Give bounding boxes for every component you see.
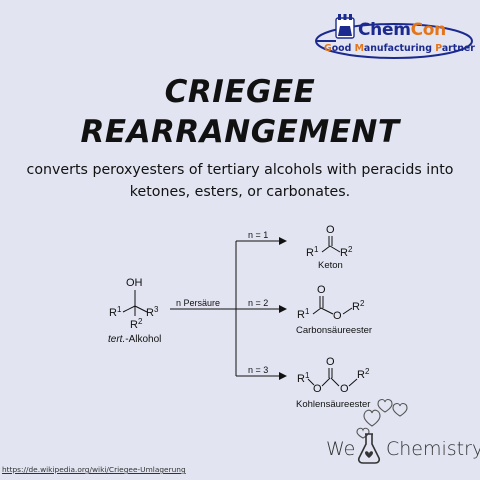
logo-name-part1: Chem	[358, 20, 411, 40]
heart-icon	[356, 427, 370, 439]
chemcon-logo: ChemCon Good Manufacturing Partner	[312, 14, 475, 60]
carbonate-oxygen-right-label: O	[340, 383, 349, 395]
product-label-carbonate: Kohlensäureester	[296, 399, 370, 410]
reactant-tert-alcohol: OH R1 R3 R2 tert.-Alkohol	[108, 277, 161, 345]
we-love-chemistry: We Chemistry	[326, 433, 480, 470]
branch-label-2: n = 2	[248, 298, 268, 308]
subtitle: converts peroxyesters of tertiary alcoho…	[26, 162, 454, 200]
r3-label: R3	[146, 305, 159, 319]
title-line-1: CRIEGEE	[164, 74, 316, 110]
chemistry-text: Chemistry	[386, 438, 480, 460]
bond-r1	[122, 305, 136, 313]
ester-bond-r1	[312, 307, 322, 315]
hearts-decoration	[356, 399, 408, 439]
ester-carbonyl-oxygen-label: O	[317, 284, 326, 296]
ketone-oxygen-label: O	[326, 224, 335, 236]
tagline-p: P	[435, 43, 442, 54]
chemcon-logo-shape	[315, 14, 473, 59]
page-title: CRIEGEE REARRANGEMENT	[0, 72, 480, 152]
ester-oxygen-label: O	[333, 310, 342, 322]
ketone-bond-r2	[329, 245, 341, 253]
reactant-name: tert.-Alkohol	[108, 334, 161, 345]
branch-label-3: n = 3	[248, 365, 268, 375]
product-ketone: O R1 R2 Keton	[306, 224, 353, 271]
tagline-g: G	[324, 43, 332, 54]
chemcon-flask-icon	[335, 14, 355, 39]
heart-icon	[363, 409, 381, 427]
heart-icon	[377, 399, 393, 413]
carbonate-bond-left	[321, 377, 331, 387]
bond-r3	[134, 305, 148, 313]
heart-flask-icon	[357, 433, 381, 464]
ketone-bond-r1	[321, 245, 331, 253]
logo-name: ChemCon	[358, 20, 446, 40]
carbonate-bond-r1	[307, 378, 315, 386]
heart-icon	[392, 403, 408, 417]
logo-name-part2: Con	[410, 20, 447, 40]
branch-label-1: n = 1	[248, 230, 268, 240]
logo-tagline: Good Manufacturing Partner	[324, 43, 475, 54]
reaction-scheme: OH R1 R3 R2 tert.-Alkohol n Persäure n =…	[108, 224, 372, 410]
carbonate-r1-label: R1	[297, 371, 310, 385]
source-link[interactable]: https://de.wikipedia.org/wiki/Criegee-Um…	[2, 465, 186, 474]
ketone-r2-label: R2	[340, 245, 353, 259]
carbonate-oxygen-left-label: O	[313, 383, 322, 395]
carbonate-carbonyl-oxygen-label: O	[326, 356, 335, 368]
r2-label: R2	[130, 317, 143, 331]
ester-r1-label: R1	[297, 307, 310, 321]
carbonate-bond-r2	[348, 378, 358, 387]
reagent-label: n Persäure	[176, 298, 220, 308]
r1-label: R1	[109, 305, 122, 319]
ester-bond-r2	[342, 307, 353, 315]
title-line-2: REARRANGEMENT	[80, 114, 400, 150]
tagline-3: artner	[441, 43, 475, 54]
ketone-r1-label: R1	[306, 245, 319, 259]
we-text: We	[326, 438, 356, 460]
tagline-m: M	[354, 43, 364, 54]
product-ester: O R1 O R2 Carbonsäureester	[296, 284, 372, 336]
tagline-1: ood	[331, 43, 355, 54]
hydroxyl-label: OH	[126, 277, 143, 289]
ester-r2-label: R2	[352, 299, 365, 313]
tagline-2: anufacturing	[363, 43, 436, 54]
reaction-arrows: n Persäure n = 1 n = 2 n = 3	[170, 230, 287, 380]
carbonate-r2-label: R2	[357, 367, 370, 381]
product-label-ester: Carbonsäureester	[296, 325, 372, 336]
carbonate-bond-right	[330, 377, 340, 387]
product-label-ketone: Keton	[318, 260, 343, 271]
ester-bond-o	[320, 307, 334, 315]
product-carbonate: R1 O O O R2 Kohlensäureester	[296, 356, 370, 410]
